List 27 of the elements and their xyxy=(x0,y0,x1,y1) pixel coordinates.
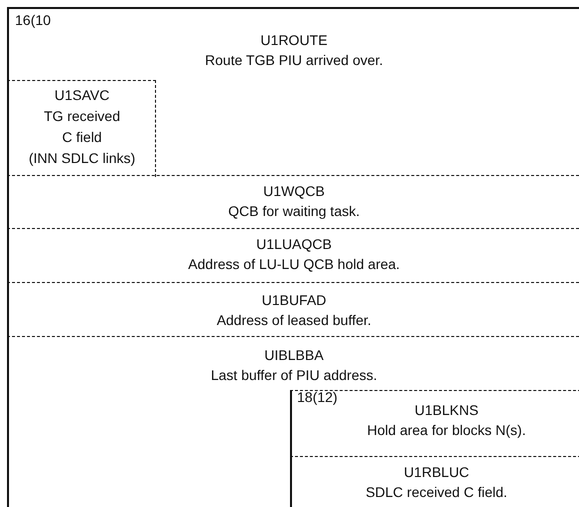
field-name: U1BUFAD xyxy=(262,291,326,310)
memory-field xyxy=(7,175,579,228)
field-name: U1BLKNS xyxy=(414,401,478,420)
field-name: U1RBLUC xyxy=(404,463,470,482)
field-description: SDLC received C field. xyxy=(366,483,508,502)
field-name: UIBLBBA xyxy=(264,346,324,365)
memory-field xyxy=(7,7,579,175)
field-description: Address of leased buffer. xyxy=(216,311,372,330)
memory-field xyxy=(7,336,579,507)
field-description: Address of LU-LU QCB hold area. xyxy=(188,255,400,274)
field-name: U1WQCB xyxy=(263,182,325,201)
field-description: Route TGB PIU arrived over. xyxy=(205,51,383,70)
memory-field xyxy=(7,228,579,282)
memory-field xyxy=(7,80,156,177)
field-description: (INN SDLC links) xyxy=(28,149,136,168)
field-name: U1ROUTE xyxy=(260,31,328,50)
field-description: Last buffer of PIU address. xyxy=(210,366,378,385)
field-description: TG received C field xyxy=(42,107,122,147)
field-name: U1SAVC xyxy=(54,86,110,105)
memory-field xyxy=(290,456,579,507)
field-description: QCB for waiting task. xyxy=(228,202,360,221)
memory-field xyxy=(290,390,579,456)
offset-label: 16(10 xyxy=(15,13,51,27)
field-name: U1LUAQCB xyxy=(256,235,332,254)
memory-field xyxy=(7,282,579,336)
field-description: Hold area for blocks N(s). xyxy=(367,421,526,440)
offset-label: 18(12) xyxy=(297,390,338,404)
